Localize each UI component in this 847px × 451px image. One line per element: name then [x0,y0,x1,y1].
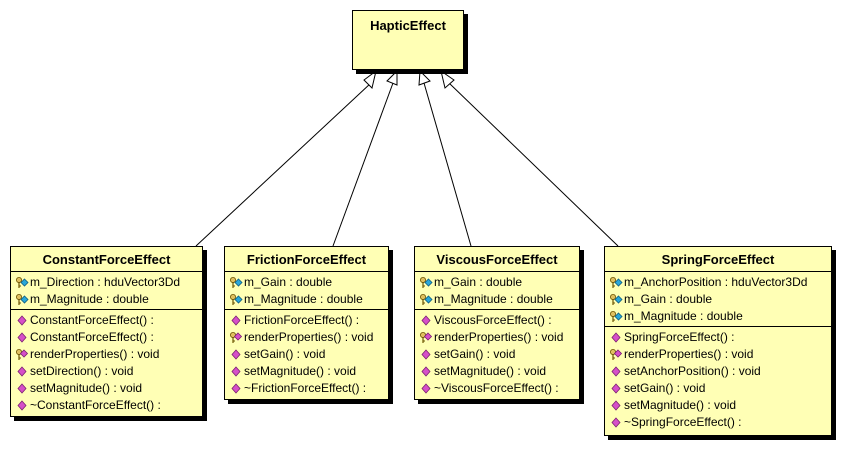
attribute-row[interactable]: m_Direction : hduVector3Dd [11,274,202,291]
arrowhead-spring [440,69,455,89]
operation-text: SpringForceEffect() : [624,330,735,344]
operation-text: setAnchorPosition() : void [624,364,761,378]
class-name: ViscousForceEffect [415,247,579,272]
operation-row[interactable]: setMagnitude() : void [605,397,831,414]
operation-row[interactable]: setGain() : void [225,346,388,363]
operation-text: setMagnitude() : void [434,364,547,378]
arrowhead-viscous [418,69,431,86]
attribute-text: m_AnchorPosition : hduVector3Dd [624,275,808,289]
inheritance-line-spring [448,82,619,247]
inheritance-line-viscous [423,82,472,247]
operation-text: ~ViscousForceEffect() : [434,381,559,395]
operation-text: setGain() : void [244,347,326,361]
generalization-arrowheads [363,69,455,89]
attribute-row[interactable]: m_AnchorPosition : hduVector3Dd [605,274,831,291]
operation-row[interactable]: renderProperties() : void [605,346,831,363]
operation-row[interactable]: setGain() : void [415,346,579,363]
operations-compartment: FrictionForceEffect() : renderProperties(… [225,310,388,398]
operation-row[interactable]: ~SpringForceEffect() : [605,414,831,431]
operation-row[interactable]: ConstantForceEffect() : [11,312,202,329]
operation-row[interactable]: setGain() : void [605,380,831,397]
operation-text: FrictionForceEffect() : [244,313,360,327]
attributes-compartment: m_Gain : double m_Magnitude : double [415,272,579,310]
operation-row[interactable]: ~FrictionForceEffect() : [225,380,388,397]
attribute-text: m_Gain : double [624,292,713,306]
operation-row[interactable]: ~ConstantForceEffect() : [11,397,202,414]
attribute-text: m_Gain : double [244,275,333,289]
operation-row[interactable]: renderProperties() : void [415,329,579,346]
operation-text: setMagnitude() : void [244,364,357,378]
class-frictionforceeffect[interactable]: FrictionForceEffect m_Gain : double m_Magn… [224,246,389,400]
attribute-text: m_Direction : hduVector3Dd [30,275,181,289]
operation-row[interactable]: ~ViscousForceEffect() : [415,380,579,397]
operation-row[interactable]: setMagnitude() : void [11,380,202,397]
arrowhead-friction [386,69,398,86]
attribute-row[interactable]: m_Magnitude : double [605,308,831,325]
operation-row[interactable]: FrictionForceEffect() : [225,312,388,329]
operation-row[interactable]: setMagnitude() : void [225,363,388,380]
operation-row[interactable]: SpringForceEffect() : [605,329,831,346]
operation-text: setGain() : void [624,381,706,395]
class-name: FrictionForceEffect [225,247,388,272]
class-name: ConstantForceEffect [11,247,202,272]
operation-text: ViscousForceEffect() : [434,313,552,327]
attributes-compartment: m_Gain : double m_Magnitude : double [225,272,388,310]
attributes-compartment: m_Direction : hduVector3Dd m_Magnitude : … [11,272,202,310]
operation-text: renderProperties() : void [244,330,374,344]
operation-row[interactable]: setDirection() : void [11,363,202,380]
connectors [195,82,619,247]
operation-text: renderProperties() : void [434,330,564,344]
attribute-row[interactable]: m_Gain : double [605,291,831,308]
operations-compartment: ViscousForceEffect() : renderProperties()… [415,310,579,398]
attributes-compartment: m_AnchorPosition : hduVector3Dd m_Gain : … [605,272,831,327]
operation-text: renderProperties() : void [624,347,754,361]
inheritance-line-friction [332,82,394,247]
attribute-text: m_Magnitude : double [30,292,149,306]
class-name: HapticEffect [370,18,446,33]
operation-row[interactable]: renderProperties() : void [225,329,388,346]
operation-row[interactable]: setMagnitude() : void [415,363,579,380]
operation-text: ~ConstantForceEffect() : [30,398,161,412]
operation-row[interactable]: ConstantForceEffect() : [11,329,202,346]
attribute-row[interactable]: m_Magnitude : double [225,291,388,308]
attribute-row[interactable]: m_Gain : double [225,274,388,291]
class-name: SpringForceEffect [605,247,831,272]
attribute-row[interactable]: m_Gain : double [415,274,579,291]
operations-compartment: SpringForceEffect() : renderProperties() … [605,327,831,432]
operation-text: setMagnitude() : void [624,398,737,412]
inheritance-line-constant [195,82,372,247]
attribute-text: m_Magnitude : double [624,309,743,323]
operation-text: setMagnitude() : void [30,381,143,395]
operation-row[interactable]: setAnchorPosition() : void [605,363,831,380]
attribute-row[interactable]: m_Magnitude : double [11,291,202,308]
operation-text: renderProperties() : void [30,347,160,361]
attribute-row[interactable]: m_Magnitude : double [415,291,579,308]
operation-text: ConstantForceEffect() : [30,313,154,327]
operation-text: setGain() : void [434,347,516,361]
operation-text: ~SpringForceEffect() : [624,415,742,429]
class-hapticeffect[interactable]: HapticEffect [352,10,464,70]
operation-row[interactable]: renderProperties() : void [11,346,202,363]
attribute-text: m_Magnitude : double [434,292,553,306]
operation-text: ~FrictionForceEffect() : [244,381,367,395]
operation-text: ConstantForceEffect() : [30,330,154,344]
arrowhead-constant [363,69,377,89]
class-viscousforceeffect[interactable]: ViscousForceEffect m_Gain : double m_Magni… [414,246,580,400]
operation-text: setDirection() : void [30,364,134,378]
operation-row[interactable]: ViscousForceEffect() : [415,312,579,329]
operations-compartment: ConstantForceEffect() : ConstantForceEffe… [11,310,202,415]
attribute-text: m_Gain : double [434,275,523,289]
attribute-text: m_Magnitude : double [244,292,363,306]
